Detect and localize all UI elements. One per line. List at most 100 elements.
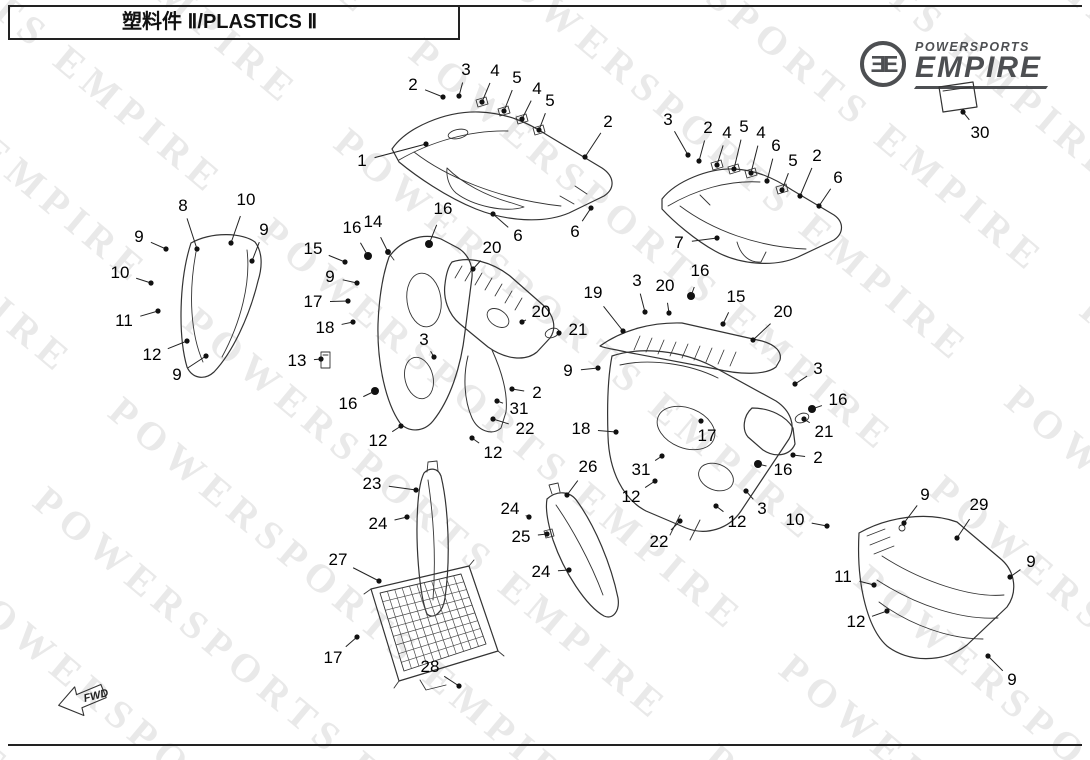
callout-leader-line <box>140 310 159 317</box>
callout-dot <box>790 452 796 458</box>
callout-leader-line <box>766 158 774 182</box>
callout-dot <box>456 93 462 99</box>
callout-leader-line <box>871 610 888 617</box>
callout-dot <box>613 429 619 435</box>
callout-leader-line <box>388 485 417 491</box>
callout-leader-line <box>481 82 491 103</box>
top-rule <box>8 5 1082 7</box>
callout-dot <box>566 567 572 573</box>
callout-leader-line <box>733 139 742 170</box>
callout-dot <box>431 354 437 360</box>
callout-dot <box>871 582 877 588</box>
callout-dot <box>426 241 432 247</box>
fwd-label: FWD <box>82 687 109 705</box>
callout-leader-line <box>639 293 646 313</box>
callout-dot <box>779 187 785 193</box>
callout-dot <box>714 235 720 241</box>
callout-dot <box>501 108 507 114</box>
callout-dot <box>155 308 161 314</box>
part-grille-27 <box>364 560 504 690</box>
callout-leader-line <box>580 367 599 371</box>
callout-dot <box>824 523 830 529</box>
callout-dot <box>755 461 761 467</box>
callout-dot <box>536 127 542 133</box>
callout-leader-line <box>584 132 602 158</box>
callout-dot <box>228 240 234 246</box>
callout-dot <box>696 158 702 164</box>
callout-leader-line <box>492 213 509 228</box>
callout-dot <box>440 94 446 100</box>
callout-leader-line <box>597 429 617 433</box>
callout-dot <box>148 280 154 286</box>
title-box: 塑料件 Ⅱ/PLASTICS Ⅱ <box>8 5 460 40</box>
callout-leader-line <box>424 89 444 98</box>
callout-leader-line <box>987 655 1004 672</box>
callout-dot <box>470 266 476 272</box>
callout-dot <box>544 531 550 537</box>
callout-dot <box>350 319 356 325</box>
callout-dot <box>365 253 371 259</box>
callout-leader-line <box>503 89 513 112</box>
callout-dot <box>666 310 672 316</box>
callout-dot <box>816 203 822 209</box>
page-title: 塑料件 Ⅱ/PLASTICS Ⅱ <box>122 11 318 33</box>
callout-dot <box>494 398 500 404</box>
callout-leader-line <box>581 207 592 222</box>
callout-dot <box>764 178 770 184</box>
callout-dot <box>469 435 475 441</box>
grille-mesh <box>383 576 484 669</box>
callout-dot <box>960 109 966 115</box>
brand-logo: ƎE POWERSPORTS EMPIRE <box>860 40 1075 89</box>
callout-leader-line <box>150 241 167 250</box>
callout-leader-line <box>186 218 198 250</box>
part-plate-30 <box>939 82 977 112</box>
callout-dot <box>194 246 200 252</box>
callout-dot <box>354 634 360 640</box>
callout-dot <box>354 280 360 286</box>
callout-dot <box>884 608 890 614</box>
callout-dot <box>509 386 515 392</box>
callout-dot <box>376 578 382 584</box>
callout-leader-line <box>251 241 260 262</box>
callout-leader-line <box>538 112 546 131</box>
callout-dot <box>714 162 720 168</box>
callout-leader-line <box>691 237 718 242</box>
callout-dot <box>564 492 570 498</box>
callout-dot <box>797 193 803 199</box>
callout-dot <box>413 487 419 493</box>
part-strip-26 <box>546 483 618 617</box>
part-center-front-assembly <box>378 236 554 431</box>
callout-leader-line <box>956 518 970 539</box>
callout-leader-line <box>566 480 579 496</box>
callout-dot <box>809 406 815 412</box>
callout-dot <box>479 99 485 105</box>
callout-leader-line <box>492 418 509 425</box>
callout-leader-line <box>903 505 918 524</box>
callout-dot <box>801 416 807 422</box>
callout-dot <box>685 152 691 158</box>
bottom-rule <box>8 744 1082 746</box>
callout-leader-line <box>674 131 689 156</box>
callout-leader-line <box>428 224 438 245</box>
callout-dot <box>519 116 525 122</box>
callout-dot <box>490 416 496 422</box>
callout-leader-line <box>818 188 832 207</box>
logo-emblem-icon: ƎE <box>860 41 906 88</box>
callout-leader-line <box>374 143 427 159</box>
callout-dot <box>985 653 991 659</box>
callout-dot <box>1007 574 1013 580</box>
fwd-arrow-icon: FWD <box>55 679 110 720</box>
callout-dot <box>743 488 749 494</box>
callout-dot <box>954 535 960 541</box>
callout-dot <box>731 166 737 172</box>
part-right-side-panel-29 <box>859 516 1014 658</box>
callout-leader-line <box>352 567 380 582</box>
callout-leader-line <box>328 254 346 263</box>
callout-leader-line <box>752 323 771 341</box>
callout-dot <box>595 365 601 371</box>
callout-dot <box>345 298 351 304</box>
logo-line1: POWERSPORTS <box>915 40 1030 54</box>
